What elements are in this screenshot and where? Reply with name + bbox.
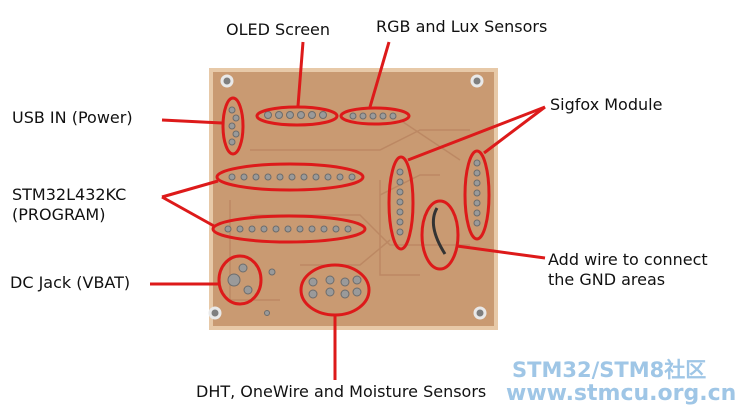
leader-sigfox-left bbox=[407, 105, 546, 162]
leader-sigfox-right bbox=[483, 105, 546, 155]
ellipse-usb bbox=[221, 96, 245, 156]
label-rgb-lux-sensors: RGB and Lux Sensors bbox=[376, 17, 548, 36]
label-oled-screen: OLED Screen bbox=[226, 20, 331, 39]
leader-stm32-upper bbox=[161, 179, 219, 199]
label-stm32-line1: STM32L432KC bbox=[12, 185, 127, 204]
ellipse-stm32-upper bbox=[215, 162, 365, 192]
leader-oled bbox=[296, 41, 305, 107]
label-add-wire-line1: Add wire to connect bbox=[548, 250, 708, 269]
solder-pads bbox=[224, 106, 481, 316]
gnd-wire bbox=[431, 207, 447, 255]
ellipse-dc-jack bbox=[217, 254, 263, 306]
leader-rgb-lux bbox=[368, 41, 391, 108]
watermark-line2: www.stmcu.org.cn bbox=[506, 381, 737, 406]
ellipse-sigfox-left bbox=[387, 155, 415, 251]
label-usb-in: USB IN (Power) bbox=[12, 108, 133, 127]
ellipse-sigfox-right bbox=[463, 149, 491, 241]
ellipse-oled bbox=[255, 105, 339, 127]
mounting-holes bbox=[208, 74, 487, 320]
label-dc-jack: DC Jack (VBAT) bbox=[10, 273, 131, 292]
watermark-line1: STM32/STM8社区 bbox=[512, 358, 707, 382]
label-sigfox-module: Sigfox Module bbox=[550, 95, 663, 114]
annotations bbox=[150, 41, 546, 380]
label-add-wire-line2: the GND areas bbox=[548, 270, 666, 289]
label-sensors: DHT, OneWire and Moisture Sensors bbox=[196, 382, 487, 401]
leader-usb bbox=[161, 118, 223, 125]
ellipse-gnd-wire bbox=[420, 199, 460, 271]
ellipse-stm32-lower bbox=[211, 214, 367, 244]
leader-stm32-lower bbox=[161, 195, 215, 228]
label-stm32-line2: (PROGRAM) bbox=[12, 205, 106, 224]
ellipse-rgb-lux bbox=[339, 106, 411, 126]
leader-gnd-wire bbox=[456, 244, 546, 260]
